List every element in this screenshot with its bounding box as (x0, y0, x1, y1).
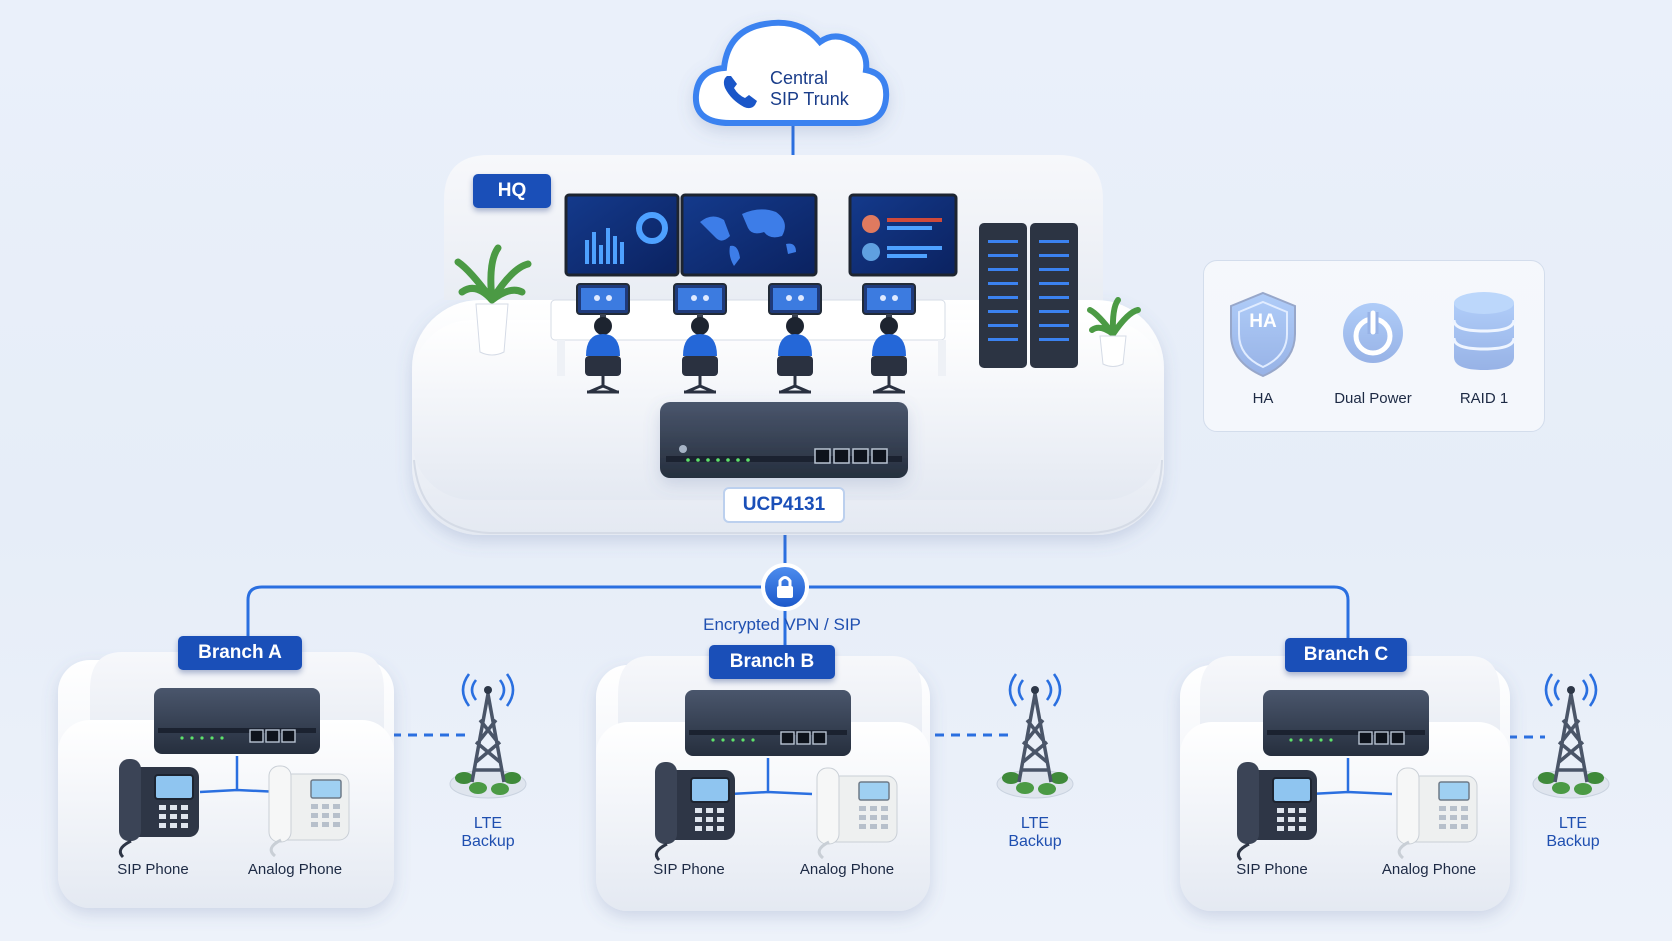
branch-b-analog-label: Analog Phone (799, 861, 895, 878)
dual-power-label: Dual Power (1334, 390, 1412, 407)
cloud-label: Central SIP Trunk (770, 68, 849, 110)
lte-line1: LTE (473, 815, 503, 832)
plant-left (454, 244, 532, 356)
branch-a-sip-label: SIP Phone (117, 861, 189, 878)
branch-b-sip-label: SIP Phone (653, 861, 725, 878)
branch-b-tag: Branch B (709, 645, 835, 679)
branch-c-sip-label: SIP Phone (1236, 861, 1308, 878)
ucp4131-device (660, 402, 908, 478)
plant-right (1087, 297, 1141, 367)
wall-dashboard-screens (564, 193, 958, 277)
branch-c-analog-label: Analog Phone (1381, 861, 1477, 878)
lte-line2: Backup (1546, 833, 1600, 850)
branch-c-device (1263, 690, 1429, 756)
branch-a-lte-label: LTE Backup (461, 815, 514, 851)
cloud-line1: Central (770, 68, 829, 88)
vpn-label: Encrypted VPN / SIP (703, 615, 861, 634)
branch-a-device (154, 688, 320, 754)
features-panel (1203, 260, 1545, 432)
branch-c-tag: Branch C (1285, 638, 1407, 672)
lock-icon (761, 563, 809, 611)
branch-a-analog-label: Analog Phone (247, 861, 343, 878)
hq-tag: HQ (473, 174, 551, 208)
branch-c-lte-label: LTE Backup (1546, 815, 1599, 851)
ha-badge-text: HA (1249, 311, 1277, 332)
branch-b-device (685, 690, 851, 756)
lte-line1: LTE (1020, 815, 1050, 832)
server-racks (979, 223, 1078, 368)
lte-line2: Backup (461, 833, 515, 850)
branch-b-lte-tower (995, 672, 1075, 800)
model-label: UCP4131 (723, 487, 845, 523)
lte-line2: Backup (1008, 833, 1062, 850)
branch-a-tag: Branch A (178, 636, 302, 670)
phone-icon (723, 76, 757, 109)
branch-b-lte-label: LTE Backup (1008, 815, 1061, 851)
operator-desks (550, 282, 946, 394)
ha-label: HA (1252, 390, 1274, 407)
phone-links (199, 756, 1393, 796)
raid-label: RAID 1 (1459, 390, 1509, 407)
cloud-line2: SIP Trunk (770, 89, 849, 109)
lte-line1: LTE (1558, 815, 1588, 832)
